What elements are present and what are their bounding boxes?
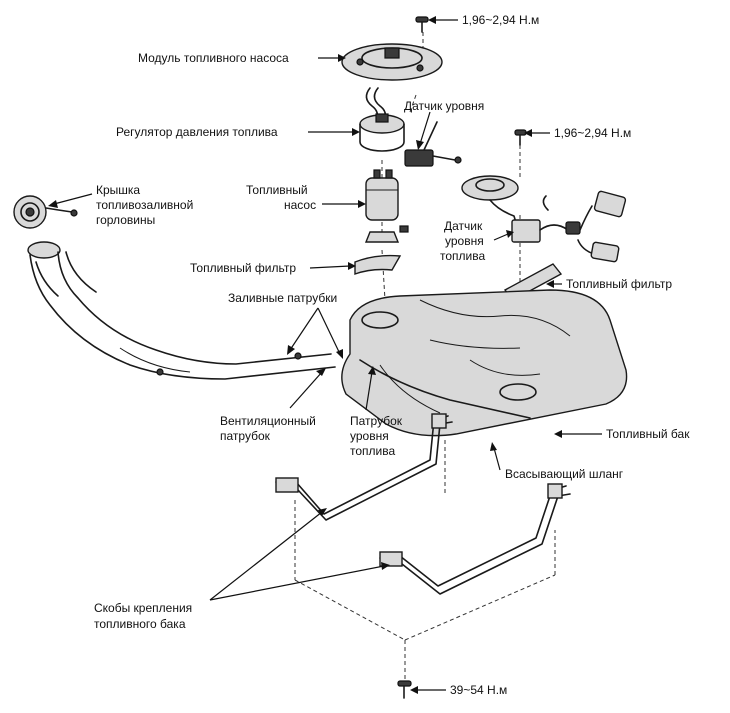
level-pipe-label-line2: уровня [350,429,389,443]
torque-label-top: 1,96~2,94 Н.м [462,13,539,27]
bolt-right [514,129,527,146]
bolt-bottom [397,680,412,699]
pressure-regulator [359,113,405,152]
filler-neck [27,241,336,380]
torque-label-bottom: 39~54 Н.м [450,683,507,697]
vent-pipe-label-line2: патрубок [220,429,271,443]
pump-module-label: Модуль топливного насоса [138,51,289,65]
fuel-filter-2-label: Топливный фильтр [566,277,672,291]
fuel-filter-1-label: Топливный фильтр [190,261,296,275]
bracket-1 [275,413,453,521]
vent-pipe-label-line1: Вентиляционный [220,414,316,428]
level-pipe-label-line1: Патрубок [350,414,403,428]
leader-lines [48,16,602,694]
fuel-pump-label-line2: насос [284,198,316,212]
filler-cap-label-line3: горловины [96,213,155,227]
level-sensor-2-label-line3: топлива [440,249,485,263]
torque-label-right: 1,96~2,94 Н.м [554,126,631,140]
pressure-regulator-label: Регулятор давления топлива [116,125,278,139]
brackets-label-line2: топливного бака [94,617,186,631]
level-sensor-2-label-line1: Датчик [444,219,483,233]
bolt-top [415,16,429,33]
filler-cap [13,195,78,229]
pump-module [341,43,443,81]
fuel-pump-label-line1: Топливный [246,183,308,197]
brackets-label-line1: Скобы крепления [94,601,192,615]
suction-hose-label: Всасывающий шланг [505,467,624,481]
level-pipe-label-line3: топлива [350,444,395,458]
level-sensor-2-assembly [461,175,627,263]
level-sensor-2-label-line2: уровня [445,234,484,248]
level-sensor-1 [404,121,462,167]
fuel-filter-1 [354,254,402,275]
pump-strainer [364,225,409,243]
fuel-tank [341,289,628,437]
bracket-2 [379,483,571,595]
fuel-tank-label: Топливный бак [606,427,690,441]
level-sensor-1-label: Датчик уровня [404,99,484,113]
filler-cap-label-line2: топливозаливной [96,198,193,212]
fuel-pump [365,169,399,221]
filler-cap-label-line1: Крышка [96,183,140,197]
filler-pipes-label: Заливные патрубки [228,291,337,305]
